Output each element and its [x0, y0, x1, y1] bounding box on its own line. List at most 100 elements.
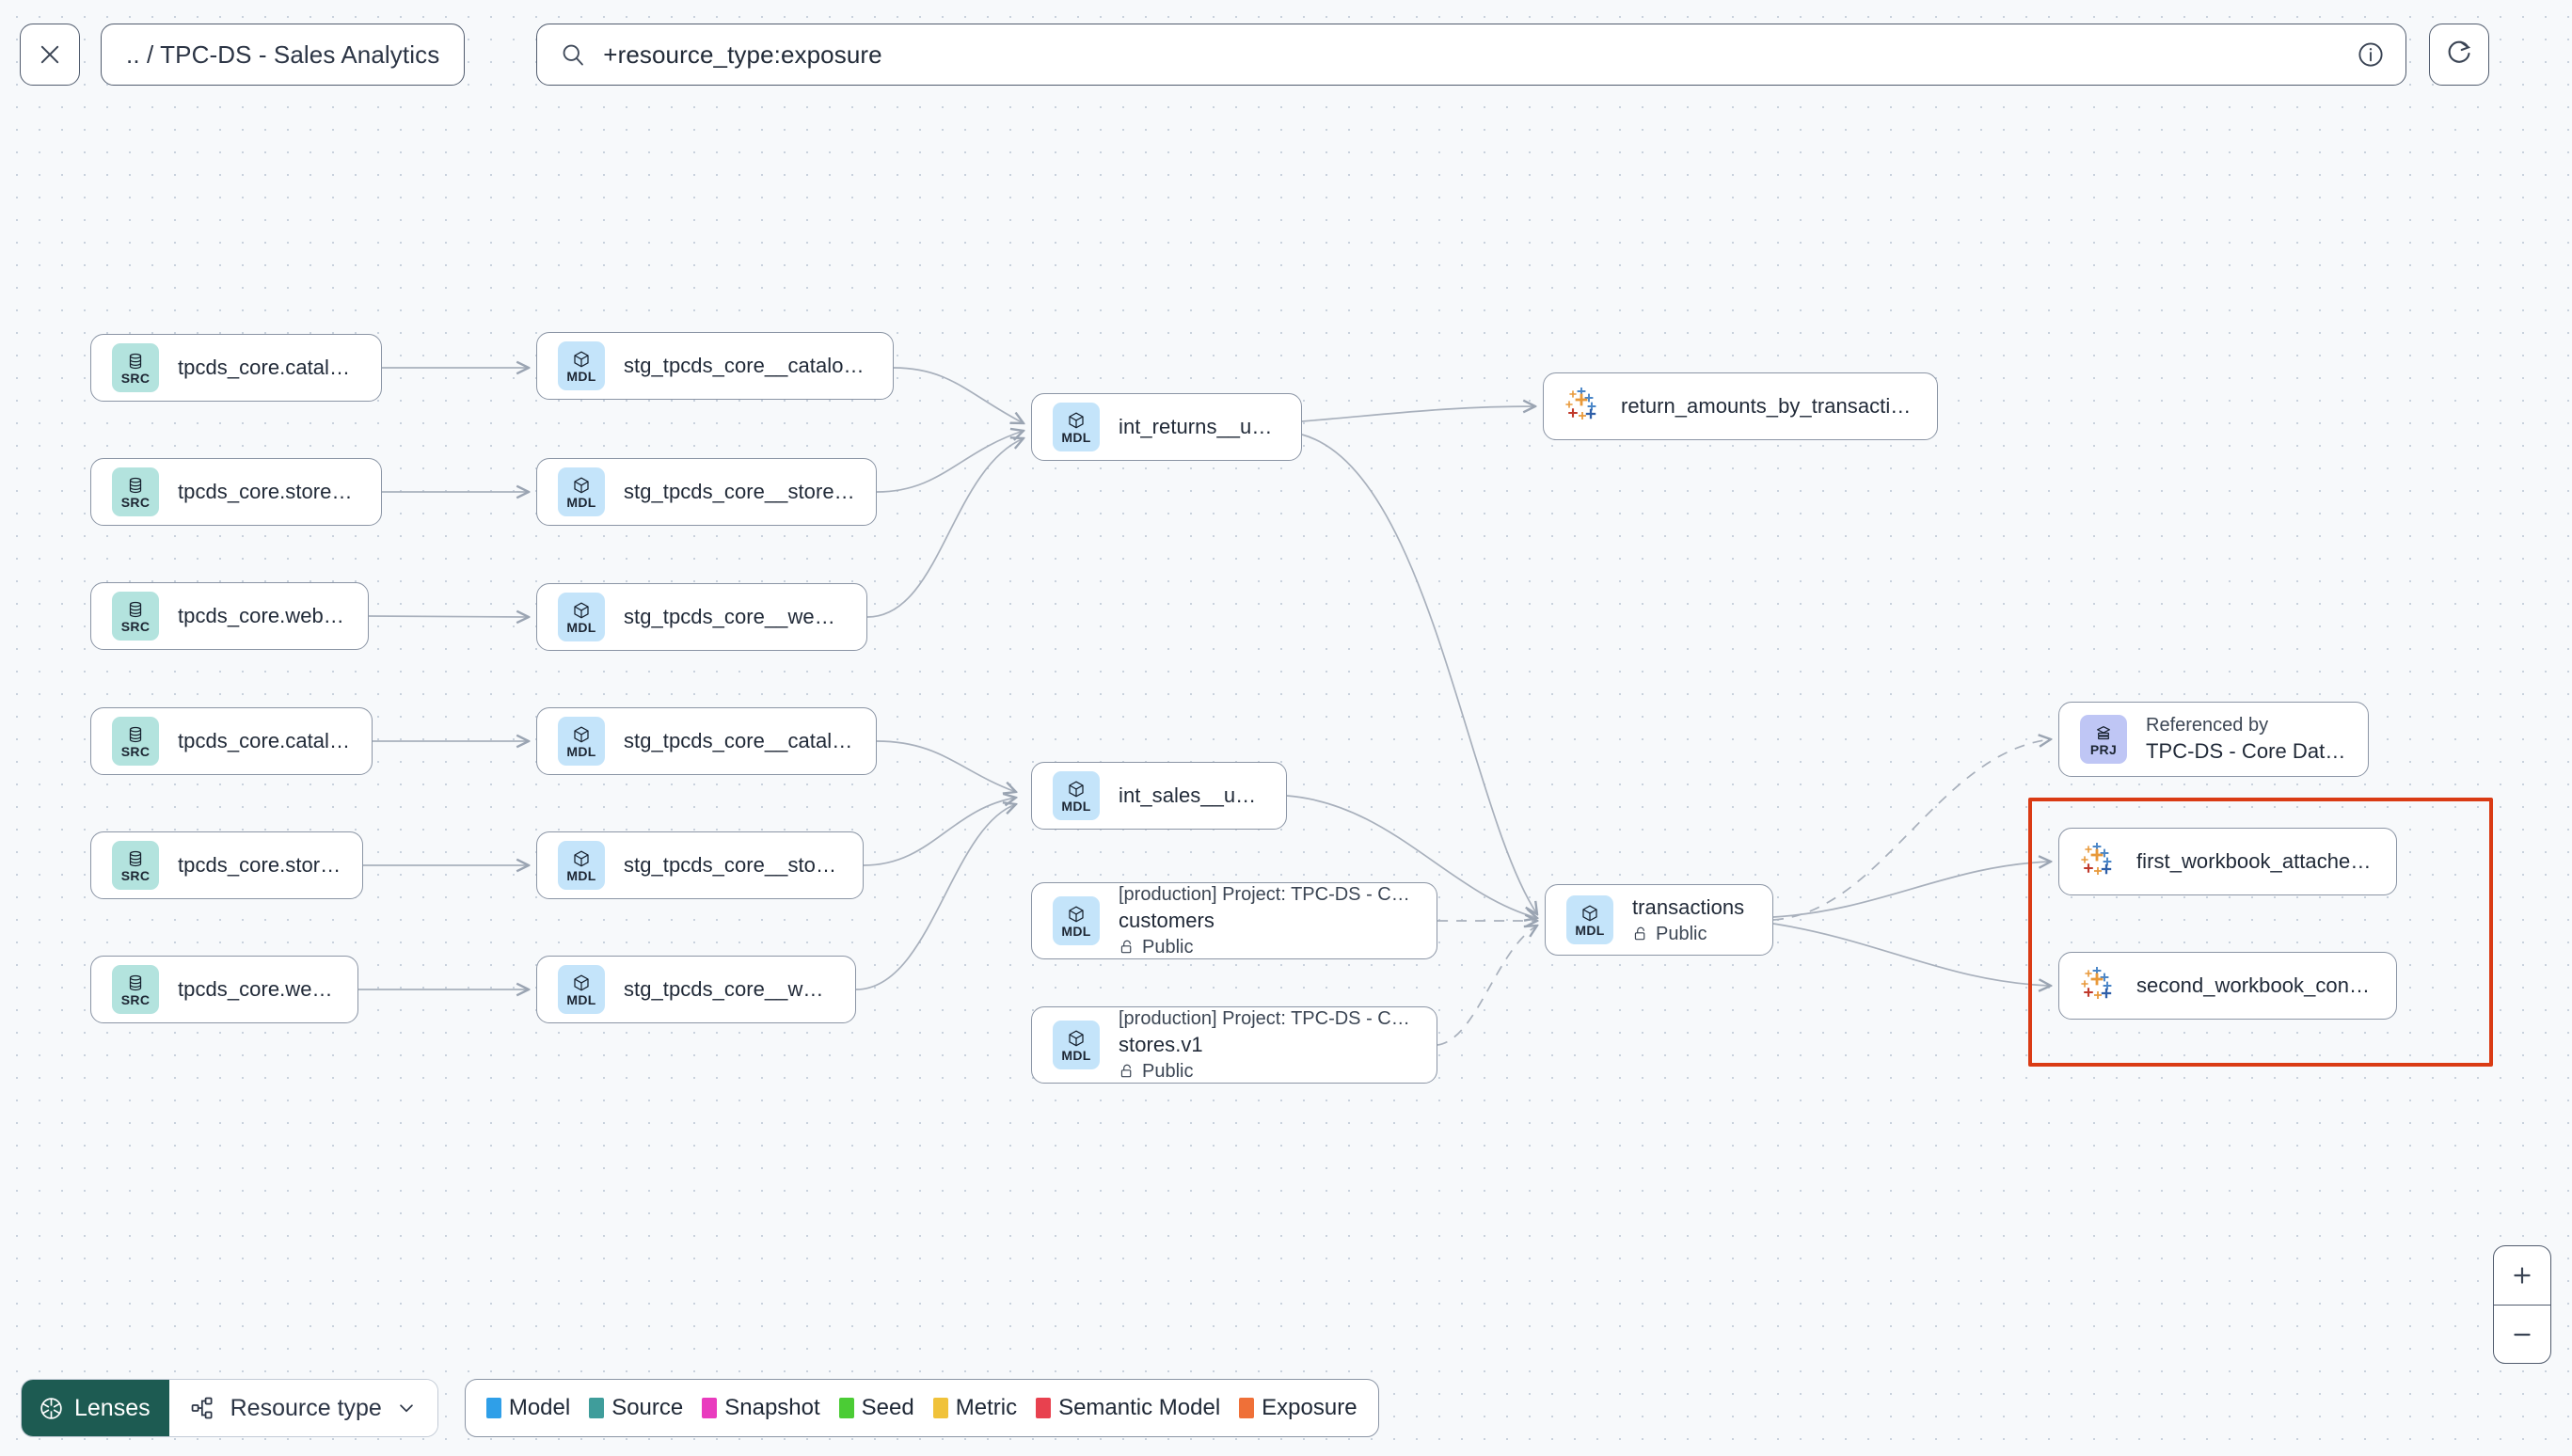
graph-node-src_catalog_returns[interactable]: SRC tpcds_core.catalog_returns — [90, 334, 382, 402]
legend-label: Seed — [861, 1395, 914, 1420]
node-body: transactions Public — [1632, 895, 1752, 945]
legend-item-model[interactable]: Model — [485, 1395, 571, 1421]
cube-icon — [572, 350, 591, 369]
node-type-badge-mdl: MDL — [558, 593, 605, 641]
refresh-icon — [2445, 39, 2473, 71]
node-type-badge-label: SRC — [120, 494, 151, 510]
graph-node-stg_catalog_returns[interactable]: MDL stg_tpcds_core__catalog_returns — [536, 332, 894, 400]
refresh-button[interactable] — [2429, 24, 2490, 86]
close-button[interactable] — [20, 24, 80, 86]
search-input[interactable] — [603, 40, 2341, 70]
cube-icon — [572, 725, 591, 744]
graph-node-src_store_sales[interactable]: SRC tpcds_core.store_sales — [90, 831, 363, 899]
graph-node-second_workbook[interactable]: second_workbook_connected_to_live… — [2058, 952, 2397, 1020]
node-type-badge-src: SRC — [112, 467, 159, 516]
cube-icon — [572, 601, 591, 620]
graph-node-stg_catalog_sales[interactable]: MDL stg_tpcds_core__catalog_sales — [536, 707, 877, 775]
lenses-button[interactable]: Lenses — [22, 1380, 169, 1436]
node-type-badge-mdl: MDL — [1053, 771, 1100, 820]
unlock-icon — [1632, 926, 1649, 942]
node-body: [production] Project: TPC-DS - Core Data… — [1119, 884, 1416, 958]
graph-node-stg_store_sales[interactable]: MDL stg_tpcds_core__store_sales — [536, 831, 864, 899]
graph-node-customers[interactable]: MDL [production] Project: TPC-DS - Core … — [1031, 882, 1437, 959]
project-stack-icon — [2094, 723, 2113, 742]
node-type-badge-prj: PRJ — [2080, 715, 2127, 764]
legend-swatch — [589, 1398, 605, 1418]
database-icon — [126, 725, 145, 744]
zoom-out-button[interactable] — [2494, 1305, 2550, 1363]
cube-icon — [1067, 780, 1086, 799]
node-graph-icon — [190, 1395, 216, 1421]
unlock-icon — [1119, 939, 1135, 956]
node-type-badge-src: SRC — [112, 841, 159, 890]
zoom-controls — [2493, 1245, 2551, 1364]
top-toolbar: .. / TPC-DS - Sales Analytics — [0, 0, 2572, 109]
legend-swatch — [932, 1398, 948, 1418]
legend-swatch — [1036, 1398, 1052, 1418]
database-icon — [126, 600, 145, 619]
legend-swatch — [1239, 1398, 1255, 1418]
graph-node-src_store_returns[interactable]: SRC tpcds_core.store_returns — [90, 458, 382, 526]
node-body: [production] Project: TPC-DS - Core Data… — [1119, 1008, 1416, 1083]
node-type-badge-mdl: MDL — [1053, 1021, 1100, 1069]
legend-item-semantic-model[interactable]: Semantic Model — [1036, 1395, 1220, 1421]
legend-item-exposure[interactable]: Exposure — [1239, 1395, 1357, 1421]
legend-label: Metric — [955, 1395, 1018, 1420]
node-type-badge-mdl: MDL — [558, 717, 605, 766]
node-type-badge-label: SRC — [120, 743, 151, 759]
graph-node-int_sales_unioned[interactable]: MDL int_sales__unioned — [1031, 762, 1287, 830]
tableau-exposure-icon — [2078, 967, 2116, 1005]
lens-control-group: Lenses Resource type — [21, 1379, 438, 1437]
node-type-badge-label: MDL — [1061, 923, 1091, 939]
node-type-badge-src: SRC — [112, 343, 159, 392]
database-icon — [126, 476, 145, 495]
graph-node-stg_web_sales[interactable]: MDL stg_tpcds_core__web_sales — [536, 956, 856, 1023]
graph-node-src_web_sales[interactable]: SRC tpcds_core.web_sales — [90, 956, 358, 1023]
node-type-badge-mdl: MDL — [558, 841, 605, 890]
legend-label: Semantic Model — [1058, 1395, 1221, 1420]
tableau-exposure-icon — [2078, 843, 2116, 880]
node-type-badge-mdl: MDL — [558, 965, 605, 1014]
info-icon[interactable] — [2357, 40, 2385, 69]
node-visibility: Public — [1119, 937, 1416, 958]
search-bar[interactable] — [536, 24, 2407, 86]
graph-node-stg_store_returns[interactable]: MDL stg_tpcds_core__store_returns — [536, 458, 877, 526]
node-type-badge-mdl: MDL — [1053, 896, 1100, 945]
node-visibility-label: Public — [1142, 936, 1194, 957]
node-type-badge-label: MDL — [1061, 1047, 1091, 1063]
zoom-in-button[interactable] — [2494, 1246, 2550, 1305]
highlight-rectangle — [2028, 798, 2493, 1067]
node-type-badge-label: MDL — [566, 494, 596, 510]
tableau-exposure-icon — [1563, 388, 1600, 425]
legend-item-metric[interactable]: Metric — [932, 1395, 1018, 1421]
node-type-badge-label: MDL — [566, 743, 596, 759]
legend-item-snapshot[interactable]: Snapshot — [702, 1395, 820, 1421]
graph-node-first_workbook[interactable]: first_workbook_attached_to_tpc-ds_-_… — [2058, 828, 2397, 895]
resource-type-legend: Model Source Snapshot Seed Metric Semant… — [464, 1379, 1379, 1437]
resource-type-dropdown[interactable]: Resource type — [168, 1380, 437, 1436]
breadcrumb[interactable]: .. / TPC-DS - Sales Analytics — [101, 24, 466, 86]
graph-node-stg_web_returns[interactable]: MDL stg_tpcds_core__web_returns — [536, 583, 867, 651]
node-type-badge-label: PRJ — [2089, 741, 2118, 757]
legend-label: Model — [508, 1395, 571, 1420]
node-type-badge-label: SRC — [120, 991, 151, 1007]
legend-swatch — [702, 1398, 718, 1418]
search-icon — [560, 41, 586, 68]
node-type-badge-label: SRC — [120, 370, 151, 386]
graph-node-stores_v1[interactable]: MDL [production] Project: TPC-DS - Core … — [1031, 1006, 1437, 1084]
node-type-badge-src: SRC — [112, 592, 159, 641]
chevron-down-icon — [396, 1398, 417, 1418]
graph-node-src_catalog_sales[interactable]: SRC tpcds_core.catalog_sales — [90, 707, 373, 775]
legend-swatch — [485, 1398, 501, 1418]
graph-node-return_amounts[interactable]: return_amounts_by_transaction_type — [1543, 372, 1938, 440]
legend-item-source[interactable]: Source — [589, 1395, 683, 1421]
legend-item-seed[interactable]: Seed — [838, 1395, 914, 1421]
graph-node-transactions[interactable]: MDL transactions Public — [1545, 884, 1773, 956]
graph-node-src_web_returns[interactable]: SRC tpcds_core.web_returns — [90, 582, 369, 650]
node-type-badge-label: MDL — [566, 867, 596, 883]
graph-node-int_returns_unioned[interactable]: MDL int_returns__unioned — [1031, 393, 1302, 461]
legend-swatch — [838, 1398, 854, 1418]
cube-icon — [572, 476, 591, 495]
